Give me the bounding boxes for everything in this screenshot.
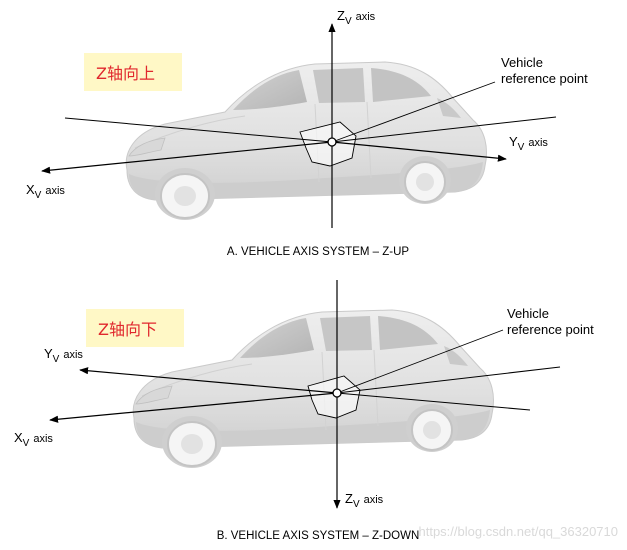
caption-b: B. VEHICLE AXIS SYSTEM – Z-DOWN xyxy=(217,530,420,542)
reference-leader-line xyxy=(336,329,504,394)
x-axis-line xyxy=(49,392,338,423)
z-down-note-box xyxy=(86,309,184,347)
reference-box xyxy=(307,375,361,419)
reference-point xyxy=(332,388,342,398)
caption-a: A. VEHICLE AXIS SYSTEM – Z-UP xyxy=(227,246,409,258)
z-up-note: Z轴向上 xyxy=(96,64,155,83)
y-axis-line xyxy=(79,367,338,394)
z-up-note-box xyxy=(84,53,182,91)
reference-point-label-line1: Vehicle xyxy=(507,306,549,321)
x-axis-line xyxy=(41,141,333,174)
reference-point xyxy=(327,137,337,147)
reference-point-label-line2: reference point xyxy=(507,322,594,337)
reference-point-label-line1: Vehicle xyxy=(501,55,543,70)
reference-leader-line xyxy=(331,81,496,143)
y-axis-line xyxy=(331,141,507,162)
watermark: https://blog.csdn.net/qq_36320710 xyxy=(419,524,619,539)
reference-point-label-line2: reference point xyxy=(501,71,588,86)
z-down-note: Z轴向下 xyxy=(98,320,157,339)
